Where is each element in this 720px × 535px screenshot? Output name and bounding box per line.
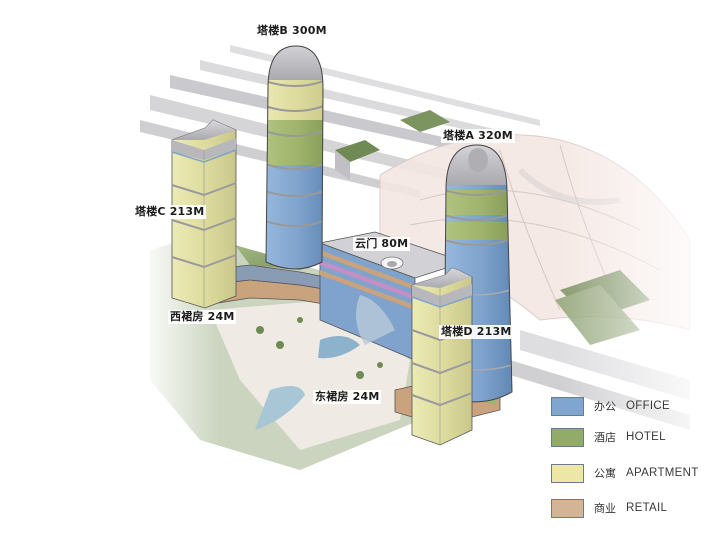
west-podium-label: 西裙房 24M xyxy=(168,310,237,324)
legend-en-label: OFFICE xyxy=(626,400,670,412)
legend-item-hotel: 酒店 HOTEL xyxy=(551,426,666,448)
legend-item-retail: 商业 RETAIL xyxy=(551,497,667,519)
legend-item-office: 办公 OFFICE xyxy=(551,395,670,417)
tower-c-label: 塔楼C 213M xyxy=(133,205,207,219)
tower-d xyxy=(411,267,473,446)
station-annex xyxy=(335,110,450,180)
legend-en-label: RETAIL xyxy=(626,502,668,514)
office-swatch xyxy=(551,396,584,416)
legend-item-apartment: 公寓 APARTMENT xyxy=(551,462,699,484)
tower-d-label: 塔楼D 213M xyxy=(439,325,514,339)
hotel-swatch xyxy=(551,427,584,447)
tower-b-label: 塔楼B 300M xyxy=(255,24,329,38)
tower-a-label: 塔楼A 320M xyxy=(441,129,515,143)
cloud-gate-label: 云门 80M xyxy=(353,237,411,251)
legend-zh-label: 办公 xyxy=(594,400,616,413)
legend-zh-label: 酒店 xyxy=(594,431,616,444)
legend-zh-label: 商业 xyxy=(594,502,616,515)
apartment-swatch xyxy=(551,463,584,483)
retail-swatch xyxy=(551,498,584,518)
legend-zh-label: 公寓 xyxy=(594,467,616,480)
east-podium-label: 东裙房 24M xyxy=(313,390,382,404)
legend-en-label: HOTEL xyxy=(626,431,666,443)
tower-b xyxy=(265,45,324,270)
legend-en-label: APARTMENT xyxy=(626,467,699,479)
